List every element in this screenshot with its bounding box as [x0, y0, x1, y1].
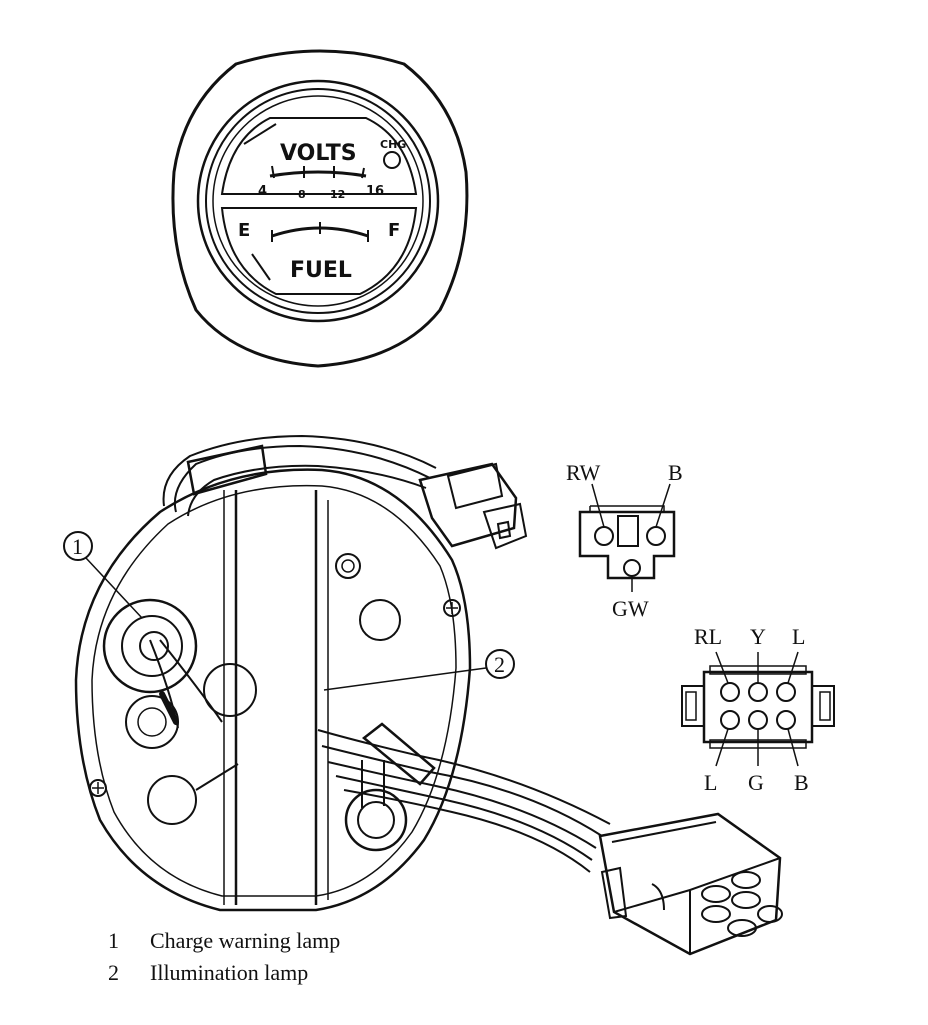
pin-label-g: G	[748, 770, 764, 795]
volt-scale-8: 8	[298, 188, 306, 201]
legend-number-2: 2	[108, 960, 119, 985]
pin-label-l-bottom: L	[704, 770, 717, 795]
pin-rl	[720, 682, 740, 702]
legend-item-2: 2 Illumination lamp	[108, 960, 308, 986]
volt-scale-12: 12	[330, 188, 345, 201]
pin-gw	[623, 559, 641, 577]
callout-1-number: 1	[72, 534, 83, 559]
volts-label: VOLTS	[280, 141, 357, 166]
legend-text-2: Illumination lamp	[150, 960, 309, 985]
connector-6pin-face: RL Y L L G B	[681, 624, 835, 795]
callout-1: 1	[63, 531, 143, 619]
pin-rw	[594, 526, 614, 546]
fuel-label: FUEL	[290, 258, 352, 283]
pin-label-b: B	[668, 460, 683, 485]
callout-2: 2	[323, 649, 515, 691]
callout-2-number: 2	[494, 652, 505, 677]
gauge-rear	[74, 434, 783, 956]
pin-l-top	[776, 682, 796, 702]
pin-label-b-bottom: B	[794, 770, 809, 795]
pin-label-rl: RL	[694, 624, 722, 649]
connector-3pin-face: RW B GW	[566, 460, 683, 621]
pin-b	[646, 526, 666, 546]
volt-scale-16: 16	[366, 184, 384, 199]
legend-text-1: Charge warning lamp	[150, 928, 341, 953]
pin-label-l-top: L	[792, 624, 805, 649]
pin-b-bottom	[776, 710, 796, 730]
pin-y	[748, 682, 768, 702]
volt-scale-4: 4	[258, 184, 267, 199]
chg-label: CHG	[380, 138, 406, 151]
legend-item-1: 1 Charge warning lamp	[108, 928, 340, 954]
pin-l-bottom	[720, 710, 740, 730]
pin-g	[748, 710, 768, 730]
pin-label-gw: GW	[612, 596, 649, 621]
fuel-full-label: F	[388, 220, 400, 241]
fuel-empty-label: E	[238, 220, 250, 241]
legend-number-1: 1	[108, 928, 119, 953]
pin-label-y: Y	[750, 624, 766, 649]
pin-label-rw: RW	[566, 460, 600, 485]
gauge-front: VOLTS CHG 4 8 12 16 E F FUEL	[171, 49, 469, 368]
